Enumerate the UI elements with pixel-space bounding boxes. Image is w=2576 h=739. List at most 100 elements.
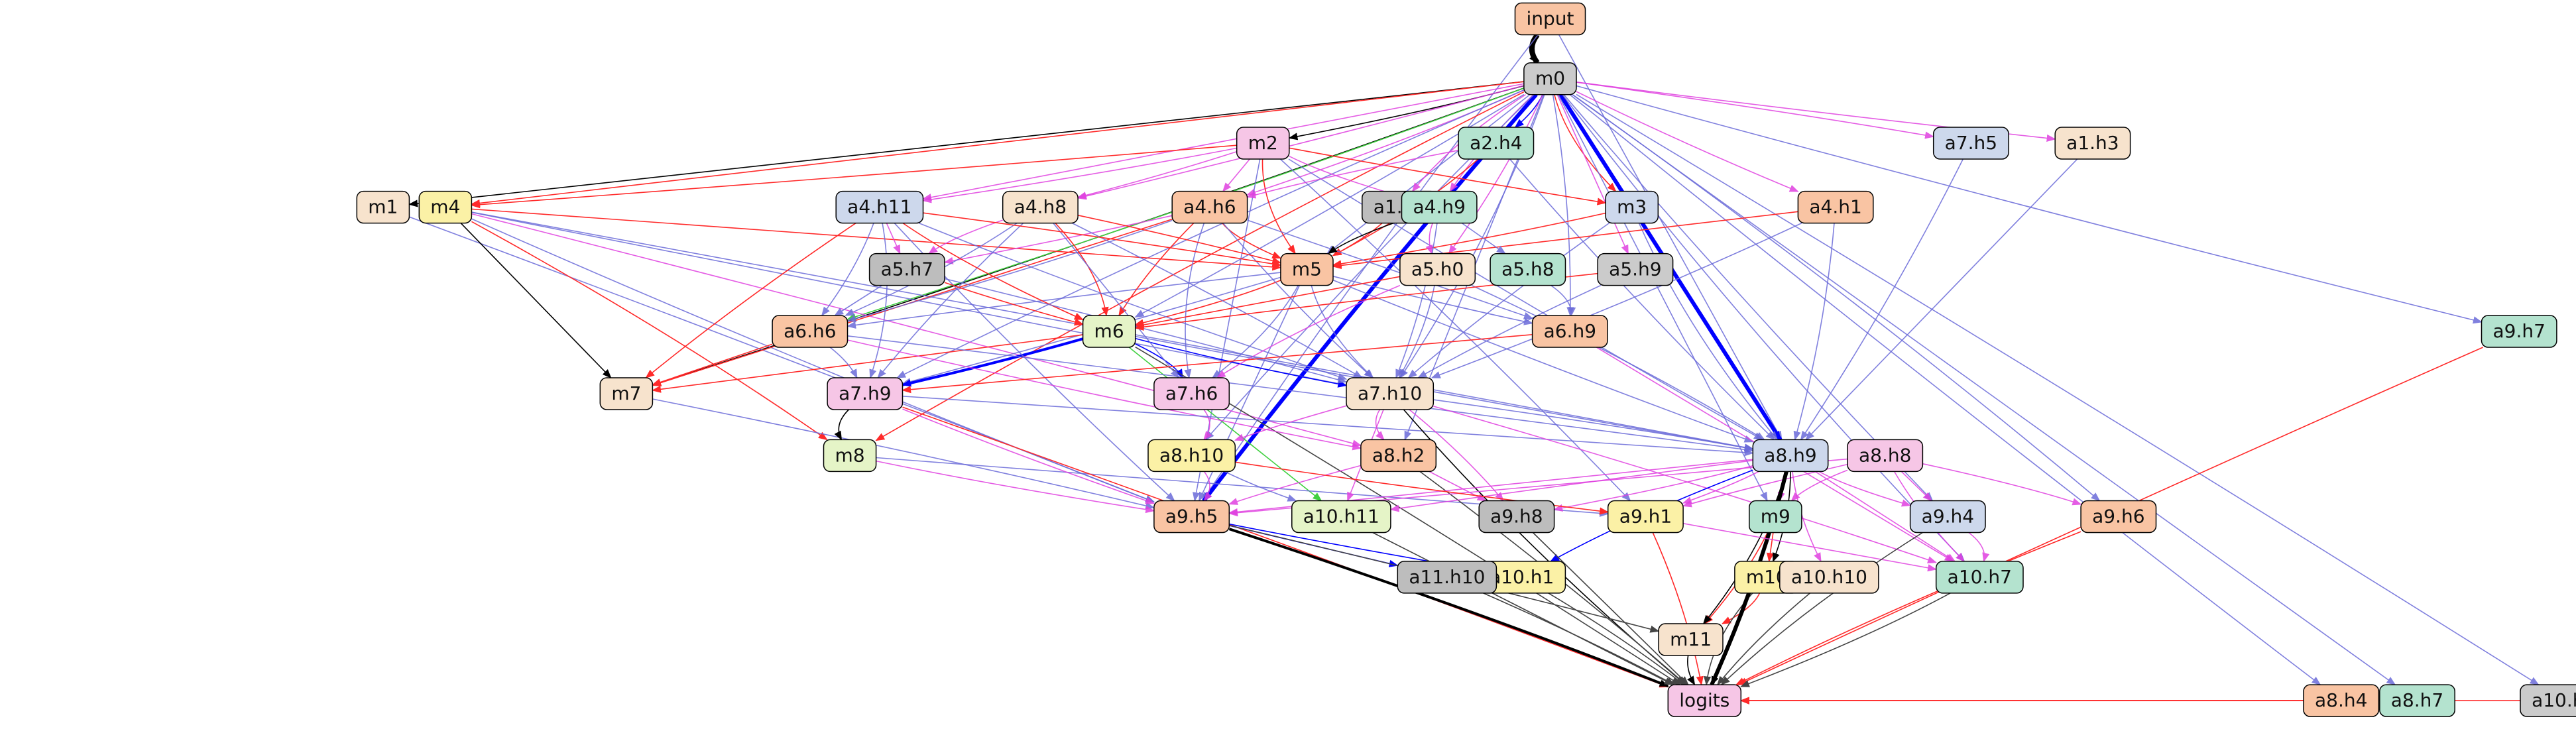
node-box: [2054, 127, 2131, 160]
node-a4-h8[interactable]: a4.h8: [1002, 190, 1079, 224]
node-a8-h2[interactable]: a8.h2: [1360, 439, 1437, 473]
node-a8-h8[interactable]: a8.h8: [1847, 439, 1924, 473]
edge-m5-to-a8.h9: [1332, 279, 1754, 443]
node-box: [2303, 684, 2380, 717]
node-a10-h1[interactable]: a10.h1: [1478, 561, 1566, 594]
edge-a8.h2-to-a9.h5: [1228, 465, 1362, 505]
node-m6[interactable]: m6: [1082, 315, 1136, 348]
edge-m4-to-m8: [471, 221, 828, 441]
node-a10-h9[interactable]: a10.h9: [2520, 684, 2576, 717]
node-m0[interactable]: m0: [1523, 62, 1577, 95]
edge-a7.h10-to-logits: [1403, 409, 1687, 686]
node-box: [1399, 253, 1476, 286]
node-label: m6: [1094, 320, 1124, 342]
node-a11-h10[interactable]: a11.h10: [1397, 561, 1497, 594]
node-label: a1.h3: [2066, 132, 2119, 154]
node-logits[interactable]: logits: [1667, 684, 1742, 717]
node-a4-h6[interactable]: a4.h6: [1171, 190, 1248, 224]
node-label: m9: [1761, 506, 1790, 528]
node-label: a4.h9: [1413, 196, 1465, 218]
node-a9-h5[interactable]: a9.h5: [1153, 500, 1230, 534]
node-box: [1397, 561, 1497, 594]
edge-a9.h1-to-a10.h7: [1683, 523, 1938, 572]
edge-m4-to-m7: [460, 223, 612, 379]
node-layer: inputm0m1m2m3m4m5m6m7m8m9m10m11a1.h3a1.h…: [356, 2, 2576, 717]
node-a8-h4[interactable]: a8.h4: [2303, 684, 2380, 717]
node-a9-h8[interactable]: a9.h8: [1478, 500, 1555, 534]
node-label: a8.h8: [1859, 444, 1911, 466]
node-box: [827, 377, 904, 410]
node-m2[interactable]: m2: [1236, 127, 1290, 160]
edge-input-to-a9.h5: [1202, 34, 1539, 502]
node-m8[interactable]: m8: [823, 439, 877, 473]
edge-a4.h6-to-a7.h10: [1222, 223, 1374, 378]
node-a4-h11[interactable]: a4.h11: [835, 190, 924, 224]
node-m9[interactable]: m9: [1749, 500, 1802, 534]
edge-a5.h7-to-a6.h6: [834, 284, 883, 316]
node-box: [1514, 2, 1586, 36]
edge-a4.h11-to-m5: [923, 212, 1282, 268]
node-a9-h6[interactable]: a9.h6: [2080, 500, 2157, 534]
edge-m0-to-a5.h0: [1448, 94, 1544, 255]
node-a9-h1[interactable]: a9.h1: [1607, 500, 1684, 534]
node-box: [1607, 500, 1684, 534]
edge-m0-to-a7.h9: [896, 89, 1525, 378]
edge-a5.h8-to-a6.h9: [1551, 284, 1576, 317]
edge-m0-to-m1: [408, 81, 1524, 207]
node-a2-h4[interactable]: a2.h4: [1458, 127, 1535, 160]
node-m1[interactable]: m1: [356, 190, 410, 224]
edge-a9.h4-to-logits: [1720, 532, 1923, 686]
edge-a8.h10-to-a10.h11: [1224, 471, 1297, 502]
node-a6-h9[interactable]: a6.h9: [1531, 315, 1608, 348]
edge-m0-to-a6.h9: [1552, 94, 1574, 317]
node-a5-h0[interactable]: a5.h0: [1399, 253, 1476, 286]
node-m4[interactable]: m4: [418, 190, 473, 224]
node-a8-h9[interactable]: a8.h9: [1752, 439, 1829, 473]
node-label: a10.h10: [1791, 566, 1867, 588]
edge-a7.h10-to-a8.h2: [1375, 409, 1385, 441]
node-m5[interactable]: m5: [1280, 253, 1334, 286]
node-label: a5.h9: [1609, 258, 1661, 280]
node-a5-h7[interactable]: a5.h7: [868, 253, 945, 286]
node-a4-h9[interactable]: a4.h9: [1401, 190, 1478, 224]
edge-a7.h10-to-a8.h9: [1433, 399, 1754, 451]
node-a9-h4[interactable]: a9.h4: [1909, 500, 1986, 534]
node-box: [1171, 190, 1248, 224]
node-a5-h9[interactable]: a5.h9: [1597, 253, 1674, 286]
node-label: a6.h6: [784, 320, 836, 342]
edge-a7.h10-to-a9.h8: [1409, 409, 1504, 502]
node-a1-h3[interactable]: a1.h3: [2054, 127, 2131, 160]
node-a10-h10[interactable]: a10.h10: [1779, 561, 1879, 594]
edge-m2-to-m5: [1261, 158, 1296, 255]
node-input[interactable]: input: [1514, 2, 1586, 36]
edge-m0-to-a10.h9: [1576, 93, 2540, 685]
edge-m0-to-a8.h4: [1569, 94, 2321, 685]
edge-m0-to-a9.h7: [1576, 85, 2483, 324]
node-a6-h6[interactable]: a6.h6: [772, 315, 849, 348]
node-box: [2481, 315, 2557, 348]
node-m11[interactable]: m11: [1658, 623, 1724, 656]
node-a7-h5[interactable]: a7.h5: [1932, 127, 2009, 160]
node-label: a5.h0: [1411, 258, 1464, 280]
node-a7-h10[interactable]: a7.h10: [1346, 377, 1434, 410]
node-m7[interactable]: m7: [599, 377, 654, 410]
edge-m2-to-a9.h1: [1279, 158, 1631, 502]
edge-m3-to-m5: [1332, 212, 1606, 268]
edge-m2-to-a4.h8: [1077, 150, 1237, 199]
node-label: m4: [430, 196, 460, 218]
node-box: [1797, 190, 1874, 224]
node-a4-h1[interactable]: a4.h1: [1797, 190, 1874, 224]
node-a9-h7[interactable]: a9.h7: [2481, 315, 2557, 348]
node-a8-h10[interactable]: a8.h10: [1147, 439, 1236, 473]
node-a7-h6[interactable]: a7.h6: [1153, 377, 1230, 410]
node-a10-h7[interactable]: a10.h7: [1935, 561, 2024, 594]
edge-a10.h7-to-logits: [1739, 593, 1951, 687]
edge-m0-to-a4.h1: [1576, 91, 1799, 192]
node-a10-h11[interactable]: a10.h11: [1291, 500, 1391, 534]
node-a7-h9[interactable]: a7.h9: [827, 377, 904, 410]
node-box: [1779, 561, 1879, 594]
node-label: a10.h9: [2532, 689, 2576, 711]
node-m3[interactable]: m3: [1605, 190, 1659, 224]
node-a8-h7[interactable]: a8.h7: [2379, 684, 2455, 717]
node-a5-h8[interactable]: a5.h8: [1490, 253, 1566, 286]
